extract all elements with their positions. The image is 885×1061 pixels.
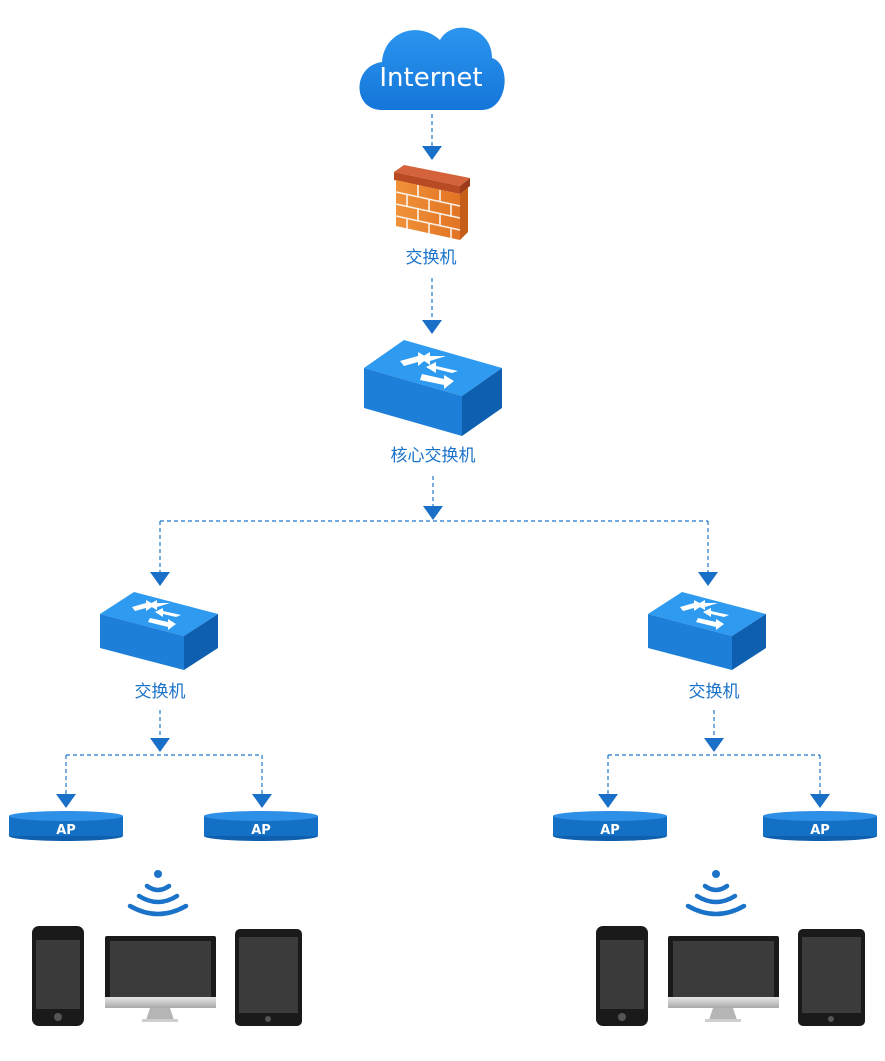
phone-icon	[596, 926, 648, 1026]
link-internet-firewall	[422, 114, 442, 160]
core-switch-label: 核心交换机	[391, 446, 476, 466]
access-point-icon: AP	[204, 811, 318, 841]
monitor-icon	[105, 936, 216, 1022]
link-core-branch	[150, 476, 718, 586]
access-point-icon: AP	[763, 811, 877, 841]
firewall-label: 交换机	[406, 248, 457, 268]
phone-icon	[32, 926, 84, 1026]
ap-label: AP	[600, 823, 620, 838]
ap-label: AP	[251, 823, 271, 838]
link-left-switch-aps	[56, 710, 272, 808]
access-point-icon: AP	[9, 811, 123, 841]
firewall-icon	[394, 165, 470, 240]
internet-cloud-icon: Internet	[359, 27, 505, 111]
link-firewall-core-switch	[422, 278, 442, 334]
core-switch-icon	[364, 340, 502, 436]
tablet-icon	[235, 929, 302, 1026]
access-switch-right-icon	[648, 592, 766, 670]
link-right-switch-aps	[598, 710, 830, 808]
wifi-icon	[127, 870, 189, 917]
ap-label: AP	[810, 823, 830, 838]
access-switch-right-label: 交换机	[689, 682, 740, 702]
access-point-icon: AP	[553, 811, 667, 841]
wifi-icon	[685, 870, 747, 917]
monitor-icon	[668, 936, 779, 1022]
access-switch-left-icon	[100, 592, 218, 670]
ap-label: AP	[56, 823, 76, 838]
access-switch-left-label: 交换机	[135, 682, 186, 702]
tablet-icon	[798, 929, 865, 1026]
internet-label: Internet	[379, 63, 482, 93]
